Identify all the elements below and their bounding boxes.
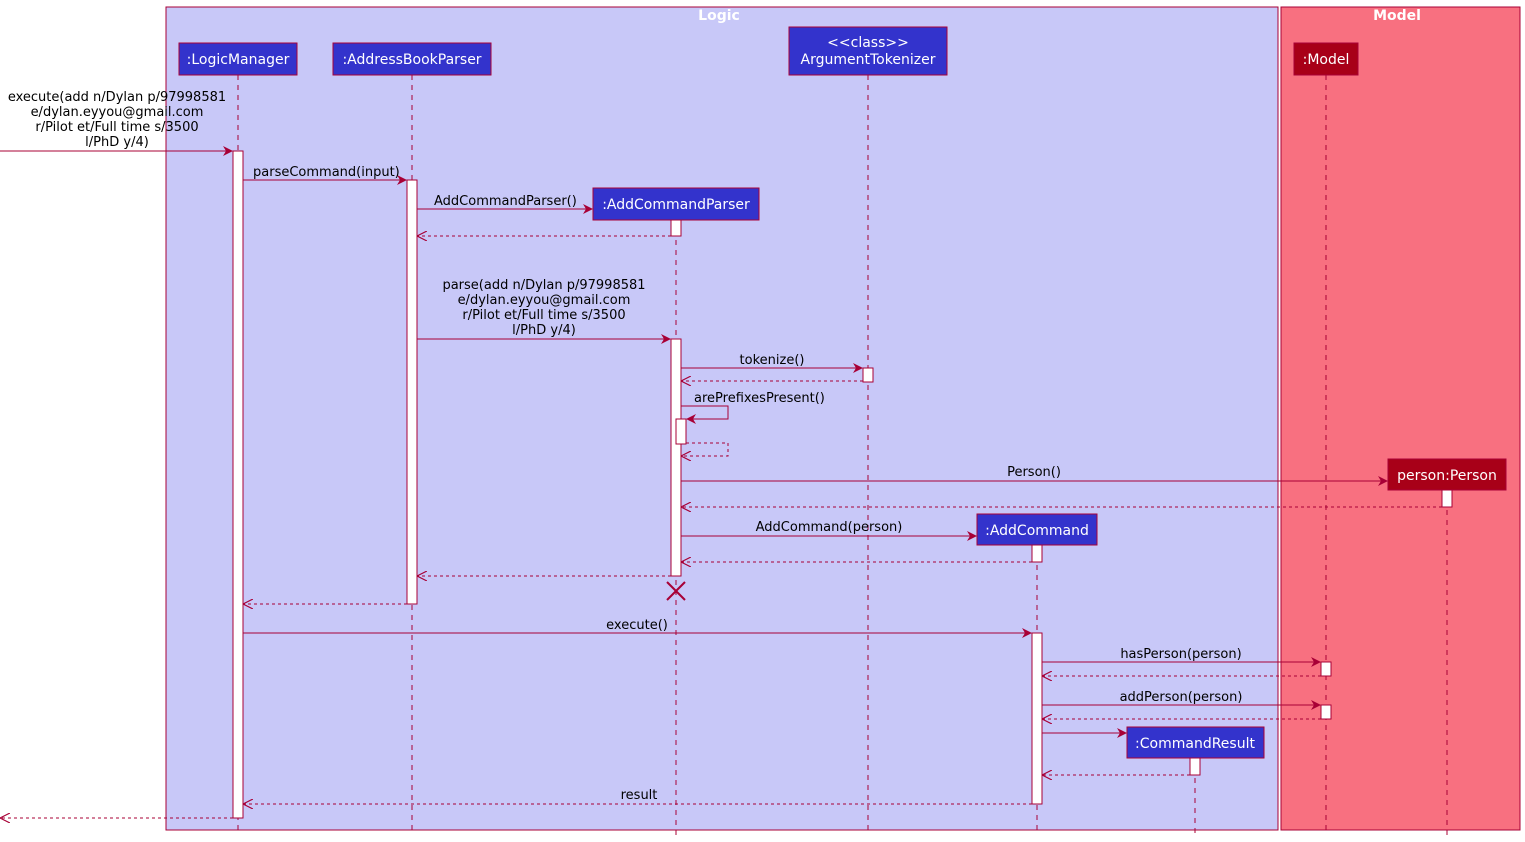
- activation-argument-tokenizer: [862, 367, 874, 383]
- participant-add-command: :AddCommand: [976, 513, 1098, 546]
- participant-argument-tokenizer: <<class>> ArgumentTokenizer: [788, 26, 948, 76]
- activation-are-prefixes-present: [675, 418, 687, 445]
- activation-add-command-execute: [1031, 632, 1043, 805]
- message-parse-args-label: parse(add n/Dylan p/97998581 e/dylan.eyy…: [442, 278, 645, 338]
- participant-label: :LogicManager: [187, 52, 290, 68]
- message-create-person-label: Person(): [1007, 465, 1061, 480]
- message-are-prefixes-present-label: arePrefixesPresent(): [694, 391, 825, 406]
- participant-label: :AddCommand: [985, 523, 1089, 539]
- participant-label: :CommandResult: [1135, 736, 1255, 752]
- participant-address-book-parser: :AddressBookParser: [332, 42, 492, 76]
- activation-person: [1441, 489, 1453, 508]
- model-package: Model: [1280, 6, 1521, 831]
- logic-package-title: Logic: [698, 8, 740, 24]
- message-label-line: r/Pilot et/Full time s/3500: [35, 120, 198, 135]
- message-has-person-label: hasPerson(person): [1120, 647, 1241, 662]
- participant-person: person:Person: [1387, 458, 1507, 491]
- participant-label: :AddressBookParser: [342, 52, 481, 68]
- message-execute-label: execute(): [606, 618, 668, 633]
- participant-label: ArgumentTokenizer: [801, 52, 936, 68]
- message-tokenize-label: tokenize(): [740, 353, 805, 368]
- activation-model-has-person: [1320, 661, 1332, 677]
- participant-stereotype: <<class>>: [827, 35, 909, 51]
- activation-add-command-constructor: [1031, 544, 1043, 563]
- participant-label: :Model: [1303, 52, 1350, 68]
- participant-label: :AddCommandParser: [602, 197, 750, 213]
- message-label-line: e/dylan.eyyou@gmail.com: [31, 105, 204, 120]
- activation-logic-manager: [232, 150, 244, 819]
- activation-address-book-parser: [406, 179, 418, 605]
- message-create-add-command-label: AddCommand(person): [756, 520, 903, 535]
- message-execute-input-label: execute(add n/Dylan p/97998581 e/dylan.e…: [8, 90, 226, 150]
- participant-model: :Model: [1293, 42, 1359, 76]
- activation-add-command-parser-constructor: [670, 219, 682, 237]
- message-are-prefixes-present-arrow: [681, 405, 729, 424]
- activation-model-add-person: [1320, 704, 1332, 720]
- message-label-line: l/PhD y/4): [85, 135, 149, 150]
- message-create-add-command-parser-label: AddCommandParser(): [434, 194, 577, 209]
- message-label-line: r/Pilot et/Full time s/3500: [462, 308, 625, 323]
- activation-add-command-parser-parse: [670, 338, 682, 577]
- message-label-line: execute(add n/Dylan p/97998581: [8, 90, 226, 105]
- destroy-marker: [666, 581, 686, 601]
- participant-logic-manager: :LogicManager: [178, 42, 298, 76]
- message-label-line: l/PhD y/4): [512, 323, 576, 338]
- message-return-arrow: [682, 442, 729, 456]
- message-parse-command-label: parseCommand(input): [253, 165, 400, 180]
- activation-command-result: [1189, 757, 1201, 776]
- participant-label: person:Person: [1397, 468, 1497, 484]
- message-label-line: parse(add n/Dylan p/97998581: [442, 278, 645, 293]
- participant-command-result: :CommandResult: [1126, 726, 1265, 759]
- message-add-person-label: addPerson(person): [1120, 690, 1243, 705]
- message-label-line: e/dylan.eyyou@gmail.com: [458, 293, 631, 308]
- participant-add-command-parser: :AddCommandParser: [592, 187, 760, 221]
- message-result-label: result: [621, 788, 658, 803]
- model-package-title: Model: [1373, 8, 1421, 24]
